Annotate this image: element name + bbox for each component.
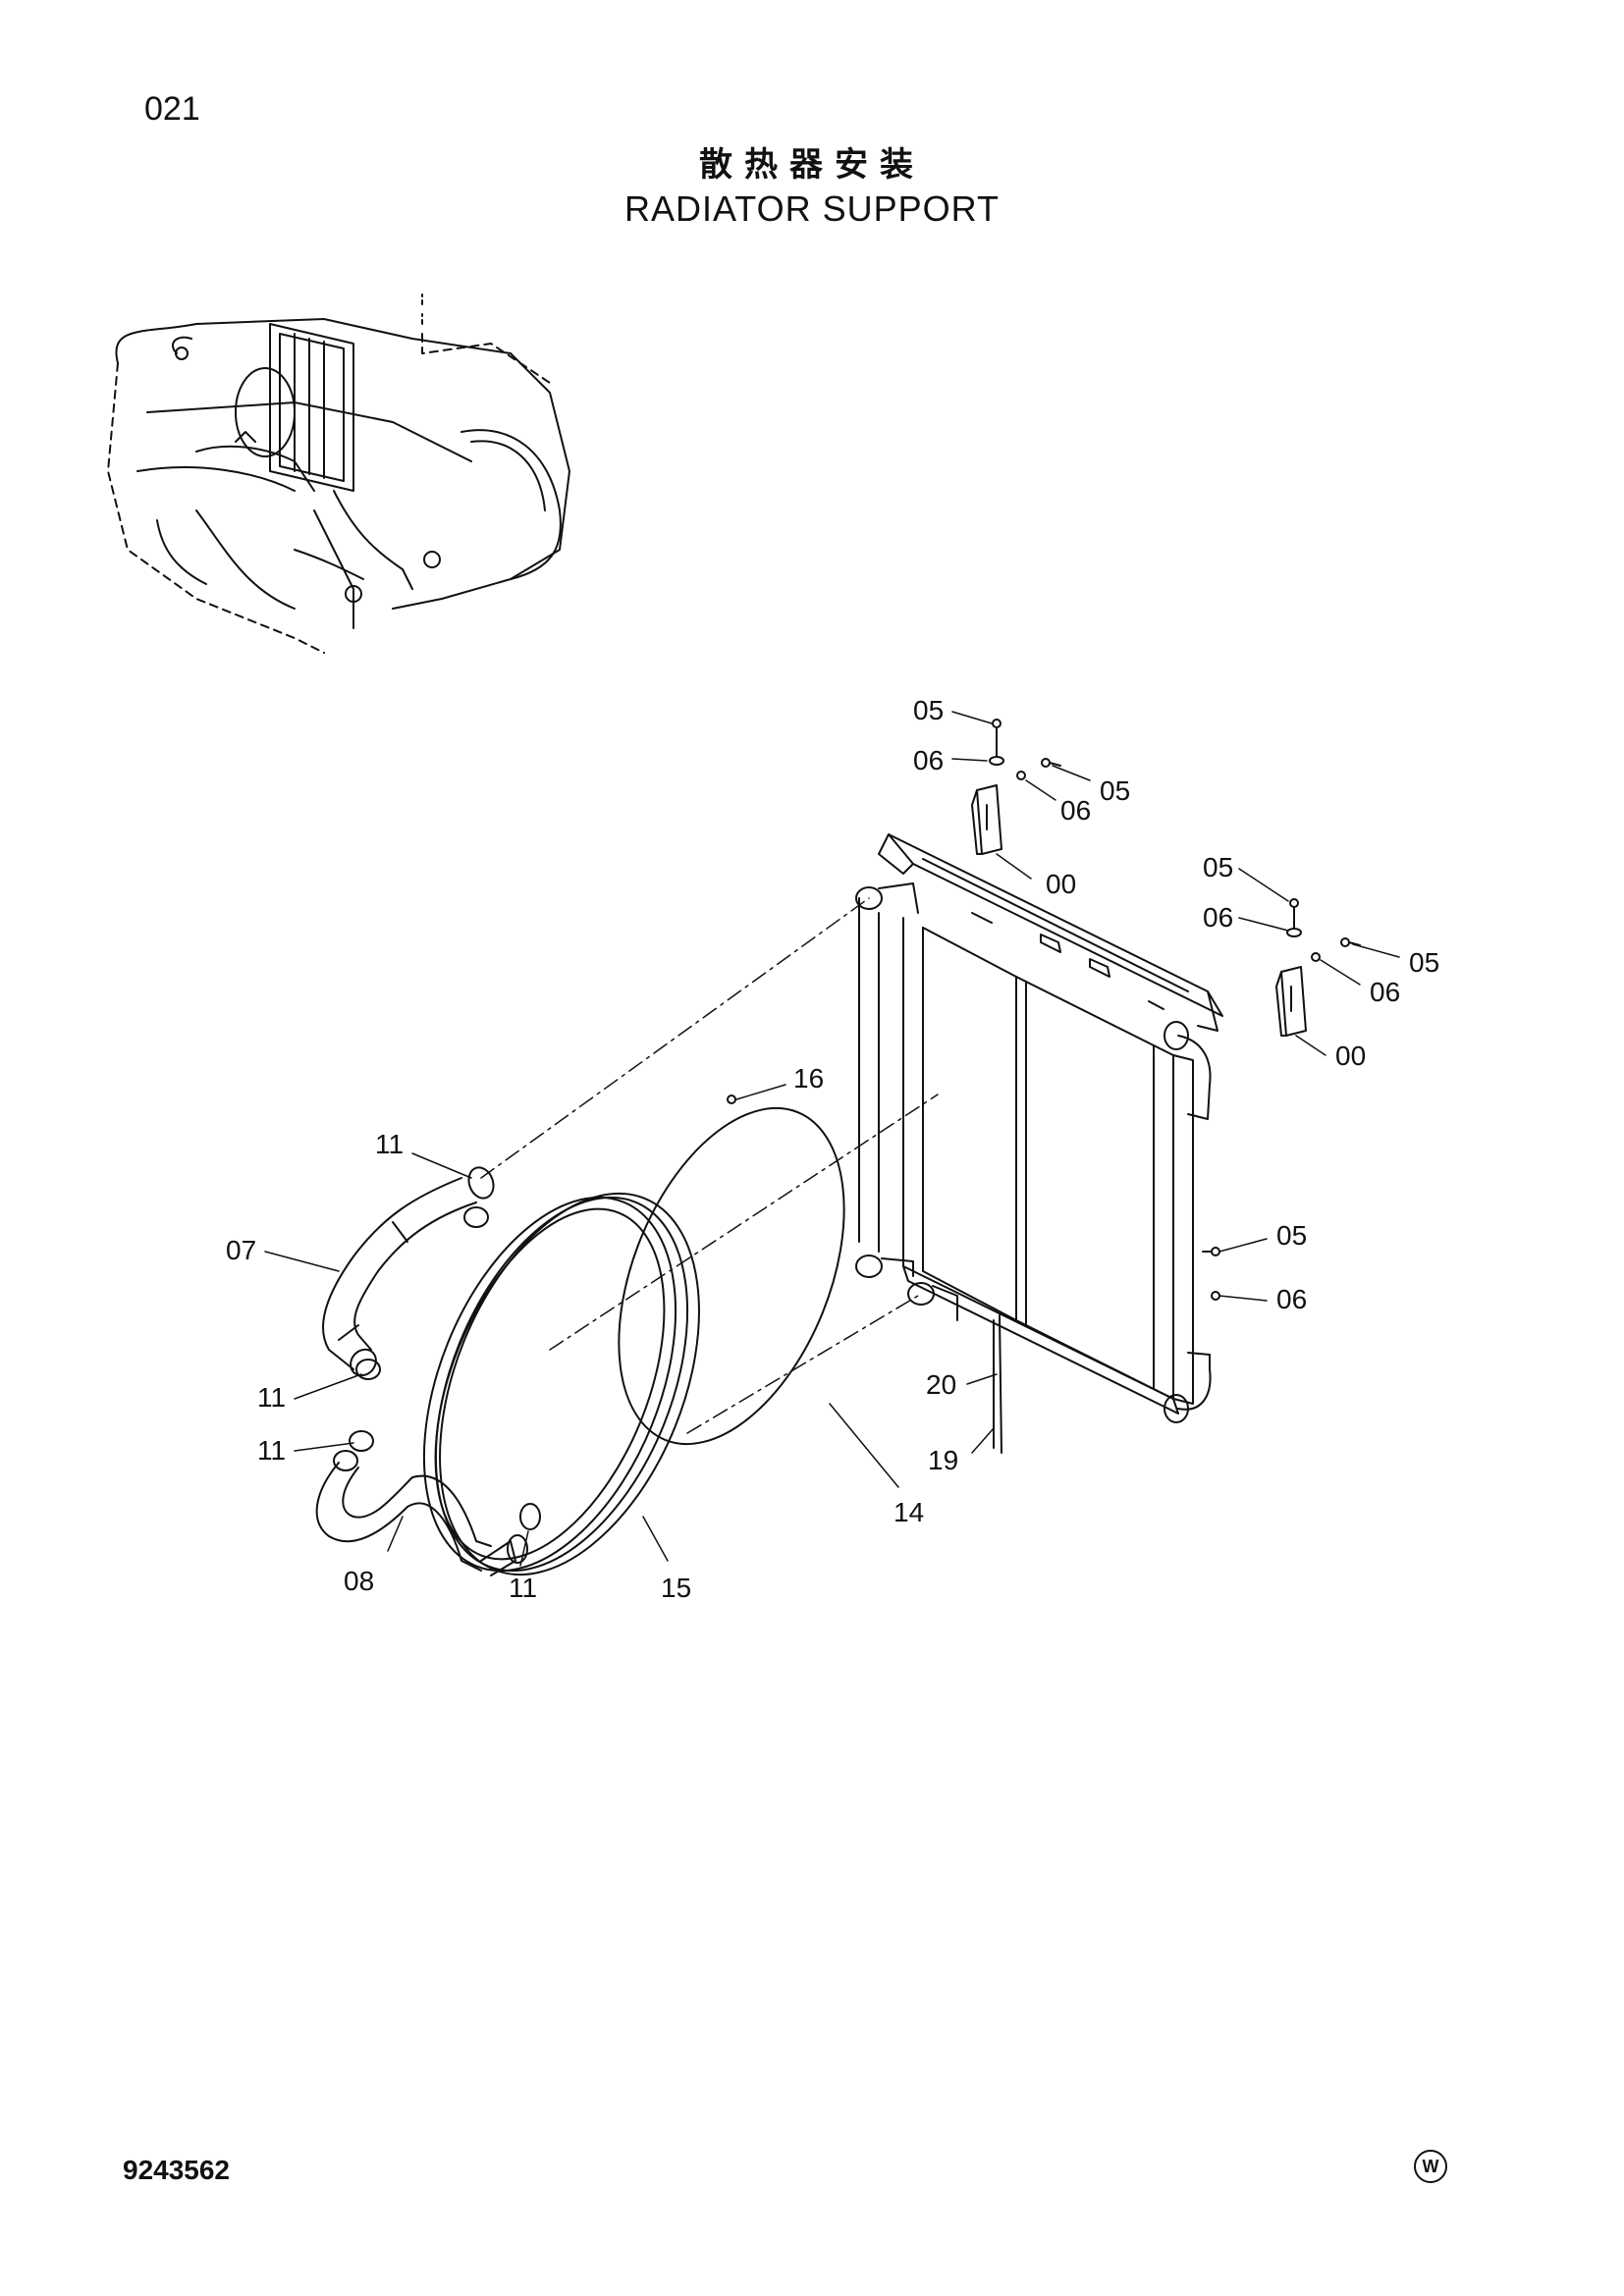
page-number: 021 xyxy=(144,90,200,128)
bracket-lower xyxy=(1275,966,1307,1037)
title-chinese: 散热器安装 xyxy=(699,145,925,185)
callout-00: 00 xyxy=(1335,1041,1366,1071)
callout-14: 14 xyxy=(893,1497,924,1527)
fasteners xyxy=(727,719,1361,1454)
title-english: RADIATOR SUPPORT xyxy=(623,188,1001,229)
callout-05: 05 xyxy=(1203,852,1233,882)
radiator-core xyxy=(855,833,1223,1423)
callout-06: 06 xyxy=(1276,1284,1307,1314)
callout-11: 11 xyxy=(257,1435,286,1466)
bracket-upper xyxy=(971,784,1002,855)
callout-labels: 05 06 05 06 00 05 06 05 06 00 16 11 07 0… xyxy=(226,695,1439,1603)
callout-05: 05 xyxy=(913,695,944,725)
callout-06: 06 xyxy=(1060,795,1091,826)
document-number: 9243562 xyxy=(123,2155,231,2185)
hose-clamps xyxy=(349,1206,541,1530)
callout-19: 19 xyxy=(928,1445,958,1475)
leader-lines xyxy=(264,711,1400,1567)
callout-00: 00 xyxy=(1046,869,1076,899)
callout-05: 05 xyxy=(1276,1220,1307,1251)
alignment-lines xyxy=(480,897,939,1434)
callout-11: 11 xyxy=(257,1382,286,1413)
callout-08: 08 xyxy=(344,1566,374,1596)
hose-upper xyxy=(322,1166,495,1377)
callout-15: 15 xyxy=(661,1573,691,1603)
fan-shroud xyxy=(422,1192,700,1576)
callout-16: 16 xyxy=(793,1063,824,1094)
callout-05: 05 xyxy=(1100,775,1130,806)
callout-06: 06 xyxy=(1370,977,1400,1007)
hose-lower xyxy=(315,1450,528,1576)
callout-06: 06 xyxy=(913,745,944,775)
callout-11: 11 xyxy=(509,1573,537,1603)
manufacturer-mark: W xyxy=(1414,2150,1447,2183)
callout-07: 07 xyxy=(226,1235,256,1265)
callout-11: 11 xyxy=(375,1129,404,1159)
callout-06: 06 xyxy=(1203,902,1233,933)
callout-20: 20 xyxy=(926,1369,956,1400)
gasket xyxy=(618,1106,845,1446)
machine-overview-sketch xyxy=(107,294,570,654)
callout-05: 05 xyxy=(1409,947,1439,978)
